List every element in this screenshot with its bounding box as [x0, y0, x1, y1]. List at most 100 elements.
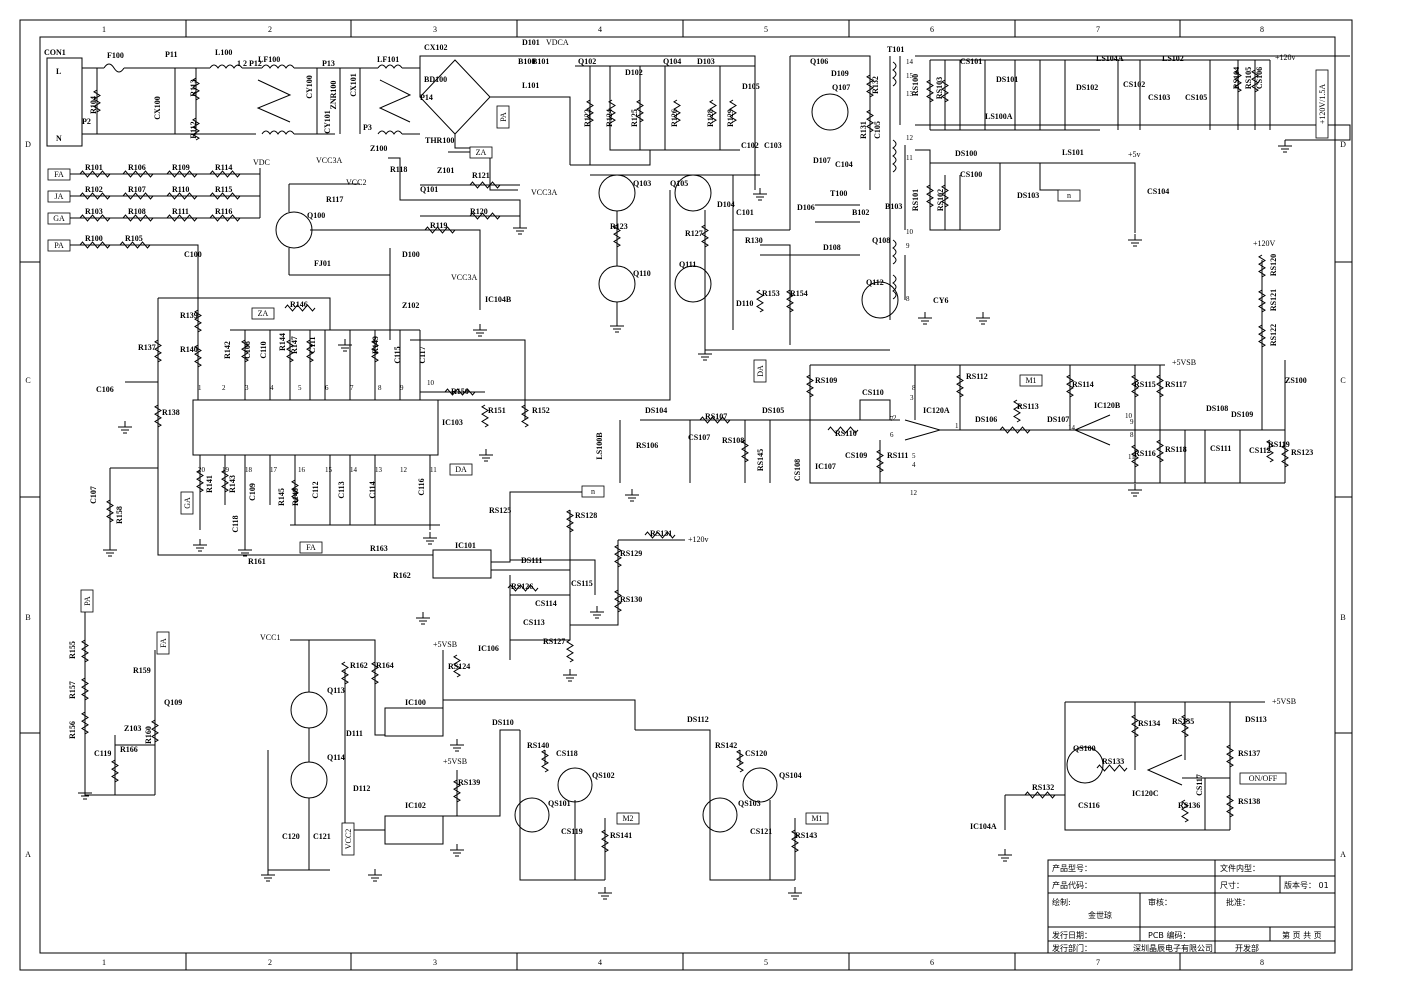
- resistor-glyph: [636, 99, 644, 123]
- wiring: [46, 55, 1351, 881]
- component-label-ic104a: IC104A: [970, 822, 997, 831]
- component-label-ds108: DS108: [1206, 404, 1228, 413]
- pin-number-ic103: 7: [350, 384, 354, 392]
- component-label-r104: R104: [89, 96, 98, 114]
- component-label-cy101: CY101: [323, 110, 332, 134]
- component-label-ds107: DS107: [1047, 415, 1069, 424]
- resistor-glyph: [1266, 439, 1274, 463]
- frame-col-label-bottom: 8: [1260, 958, 1264, 967]
- tb-version: 版本号： 01: [1284, 880, 1329, 890]
- component-label-rs140: RS140: [527, 741, 549, 750]
- component-label-rs134: RS134: [1138, 719, 1160, 728]
- resistor-glyph: [876, 449, 884, 473]
- component-label-rs124: RS124: [448, 662, 470, 671]
- resistor-glyph: [154, 339, 162, 363]
- component-label-ds111: DS111: [521, 556, 542, 565]
- net-tag-text: VCC2: [344, 829, 353, 849]
- component-label-f100: F100: [107, 51, 124, 60]
- component-label-r122: R122: [583, 109, 592, 127]
- pin-number-ic103: 4: [270, 384, 274, 392]
- resistor-glyph: [1066, 374, 1074, 398]
- component-label-r154: R154: [790, 289, 808, 298]
- frame-row-label-right: D: [1340, 140, 1346, 149]
- component-label-r155: R155: [68, 641, 77, 659]
- component-label-cs115: CS115: [571, 579, 593, 588]
- component-label-rs118: RS118: [1165, 445, 1187, 454]
- resistor-glyph: [1024, 791, 1056, 799]
- component-label-rs104: RS104: [1232, 67, 1241, 89]
- component-label-r101: R101: [85, 163, 103, 172]
- component-label-t100: T100: [830, 189, 847, 198]
- component-label-r150: R150: [451, 387, 469, 396]
- pin-number-t101: 14: [906, 58, 914, 66]
- resistor-glyph: [291, 479, 299, 503]
- pin-number-ic103: 12: [400, 466, 408, 474]
- component-label-rs126: RS126: [511, 582, 533, 591]
- component-label-thr100: THR100: [425, 136, 454, 145]
- component-label-ic106: IC106: [478, 644, 499, 653]
- component-label-q103: Q103: [633, 179, 651, 188]
- component-label-rs103: RS103: [935, 77, 944, 99]
- net-label-vcc3a-1: VCC3A: [316, 156, 342, 165]
- ground-symbol: [753, 188, 767, 201]
- resistor-glyph: [424, 226, 456, 234]
- component-label-r107: R107: [128, 185, 146, 194]
- component-label-q105: Q105: [670, 179, 688, 188]
- component-label-q112: Q112: [866, 278, 884, 287]
- component-label-r123: R123: [610, 222, 628, 231]
- resistor-glyph: [1226, 744, 1234, 768]
- ground-symbol: [598, 887, 612, 900]
- component-label-rs145: RS145: [756, 449, 765, 471]
- pin-number-t101: 10: [906, 228, 914, 236]
- component-label-r102: R102: [85, 185, 103, 194]
- net-tag-pa-main: PA: [496, 105, 510, 129]
- pin-number-ic120a: 12: [910, 489, 918, 497]
- component-label-c118: C118: [231, 515, 240, 532]
- component-label-c121: C121: [313, 832, 331, 841]
- component-label-d103: D103: [697, 57, 715, 66]
- component-label-cs108: CS108: [793, 459, 802, 481]
- frame-col-label-bottom: 7: [1096, 958, 1100, 967]
- net-tag-text: DA: [756, 365, 765, 377]
- pin-number-ic103: 20: [198, 466, 206, 474]
- component-label-c120: C120: [282, 832, 300, 841]
- component-label-ic100: IC100: [405, 698, 426, 707]
- pin-number-ic103: 3: [245, 384, 249, 392]
- pin-number-t101: 8: [906, 295, 910, 303]
- net-tag-text: PA: [54, 241, 64, 250]
- net-label-vcc3a-2: VCC3A: [451, 273, 477, 282]
- component-label-ic120b: IC120B: [1094, 401, 1121, 410]
- component-label-rs127: RS127: [543, 637, 565, 646]
- resistor-glyph: [221, 469, 229, 493]
- ground-symbol: [338, 339, 352, 352]
- component-label-l100: L100: [215, 48, 232, 57]
- component-label-p14: P14: [420, 93, 433, 102]
- component-label-r148: R148: [291, 488, 300, 506]
- resistor-glyph: [284, 304, 316, 312]
- component-label-r128: R128: [706, 109, 715, 127]
- component-label-c102: C102: [741, 141, 759, 150]
- resistor-glyph: [1131, 374, 1139, 398]
- ground-symbol: [998, 849, 1012, 862]
- resistor-glyph: [601, 829, 609, 853]
- net-tag-on-off: ON/OFF: [1239, 772, 1287, 785]
- net-tag-text: GA: [53, 214, 65, 223]
- component-label-znr100: ZNR100: [329, 81, 338, 110]
- component-label-rs143: RS143: [795, 831, 817, 840]
- pin-number-ic103: 17: [270, 466, 278, 474]
- component-label-r113: R113: [189, 79, 198, 96]
- resistor-glyph: [453, 654, 461, 678]
- component-label-ic102: IC102: [405, 801, 426, 810]
- resistor-glyph: [806, 374, 814, 398]
- frame-col-label-top: 4: [598, 25, 602, 34]
- component-label-q101: Q101: [420, 185, 438, 194]
- component-label-r152: R152: [532, 406, 550, 415]
- resistor-glyph: [119, 241, 151, 249]
- component-label-r163: R163: [370, 544, 388, 553]
- ground-symbol: [368, 869, 382, 882]
- component-label-r139: R139: [180, 311, 198, 320]
- net-tag-text: M2: [622, 814, 633, 823]
- component-label-r119: R119: [430, 221, 447, 230]
- resistor-glyph: [999, 426, 1031, 434]
- component-label-r141: R141: [205, 475, 214, 493]
